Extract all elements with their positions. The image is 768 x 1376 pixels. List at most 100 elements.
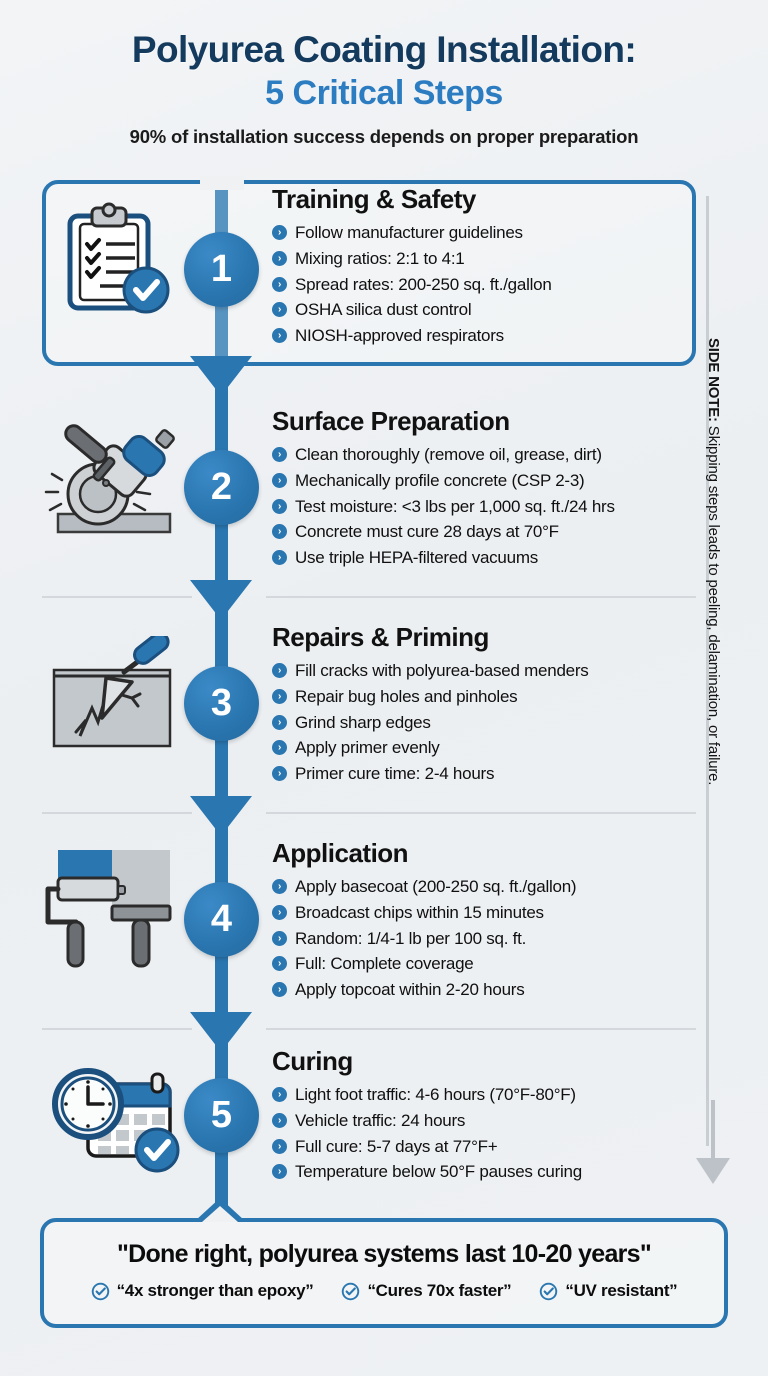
divider-left-4-5	[42, 1028, 192, 1030]
step-3-title: Repairs & Priming	[272, 622, 489, 652]
chevron-bullet-icon: ›	[272, 1138, 287, 1154]
chevron-bullet-icon: ›	[272, 328, 287, 344]
bullet-text: Mechanically profile concrete (CSP 2-3)	[295, 470, 585, 490]
chevron-bullet-icon: ›	[272, 524, 287, 540]
bullet-text: Use triple HEPA-filtered vacuums	[295, 548, 538, 568]
footer-quote: "Done right, polyurea systems last 10-20…	[116, 1240, 652, 1268]
bullet-text: Fill cracks with polyurea-based menders	[295, 661, 589, 680]
check-circle-icon	[342, 1282, 360, 1300]
trowel-crack-repair-icon	[40, 631, 190, 761]
step-number-2: 2	[184, 450, 259, 525]
chevron-bullet-icon: ›	[272, 550, 287, 566]
side-note: SIDE NOTE: Skipping steps leads to peeli…	[705, 338, 722, 998]
step-4-body: Application › Apply basecoat (200-250 sq.…	[272, 838, 702, 1003]
chevron-bullet-icon: ›	[272, 302, 287, 318]
step-1-bullets: › Follow manufacturer guidelines › Mixing …	[272, 220, 702, 349]
list-item: ›Test moisture: <3 lbs per 1,000 sq. ft.…	[272, 494, 702, 520]
chevron-bullet-icon: ›	[272, 1164, 287, 1180]
bullet-text: Broadcast chips within 15 minutes	[295, 902, 544, 922]
bullet-text: NIOSH-approved respirators	[295, 326, 504, 346]
bullet-text: Full cure: 5-7 days at 77°F+	[295, 1136, 498, 1156]
chevron-bullet-icon: ›	[272, 766, 287, 782]
chevron-bullet-icon: ›	[272, 1112, 287, 1128]
step-2-body: Surface Preparation › Clean thoroughly (r…	[272, 406, 702, 571]
page-subtitle: 90% of installation success depends on p…	[129, 126, 639, 148]
footer-notch-fill	[202, 1206, 238, 1222]
list-item: › Follow manufacturer guidelines	[272, 220, 702, 246]
side-note-track	[706, 196, 709, 1146]
footer-badge-3: “UV resistant”	[539, 1281, 678, 1301]
bullet-text: Clean thoroughly (remove oil, grease, di…	[295, 445, 602, 464]
list-item: › OSHA silica dust control	[272, 297, 702, 323]
bullet-text: OSHA silica dust control	[295, 300, 472, 320]
list-item: ›Apply topcoat within 2-20 hours	[272, 977, 702, 1003]
step-5-bullets: › Light foot traffic: 4-6 hours (70°F-80°…	[272, 1082, 702, 1185]
footer-badge-3-label: “UV resistant”	[565, 1281, 678, 1300]
footer-badge-2: “Cures 70x faster”	[341, 1281, 512, 1301]
bullet-text: Light foot traffic: 4-6 hours (70°F-80°F…	[295, 1085, 576, 1104]
step-4-title: Application	[272, 838, 409, 868]
step-3-body: Repairs & Priming › Fill cracks with poly…	[272, 622, 702, 787]
bullet-text: Full: Complete coverage	[295, 954, 474, 974]
side-note-text: Skipping steps leads to peeling, delamin…	[705, 421, 722, 786]
bullet-text: Mixing ratios: 2:1 to 4:1	[295, 248, 465, 268]
list-item: › Use triple HEPA-filtered vacuums	[272, 545, 702, 571]
chevron-bullet-icon: ›	[272, 714, 287, 730]
bullet-text: Concrete must cure 28 days at 70°F	[295, 522, 559, 542]
chevron-bullet-icon: ›	[272, 930, 287, 946]
check-circle-icon	[91, 1282, 109, 1300]
footer-badge-1: “4x stronger than epoxy”	[91, 1281, 314, 1301]
step-2-bullets: › Clean thoroughly (remove oil, grease, d…	[272, 442, 702, 571]
step-5-body: Curing › Light foot traffic: 4-6 hours (7…	[272, 1046, 702, 1185]
bullet-text: Apply basecoat (200-250 sq. ft./gallon)	[295, 877, 577, 896]
list-item: ›Clean thoroughly (remove oil, grease, d…	[272, 442, 702, 468]
timeline-arrow-2	[190, 580, 252, 620]
list-item: › Vehicle traffic: 24 hours	[272, 1108, 702, 1134]
list-item: › Apply basecoat (200-250 sq. ft./gallon)	[272, 874, 702, 900]
list-item: › Full cure: 5-7 days at 77°F+	[272, 1134, 702, 1160]
step-number-4: 4	[184, 882, 259, 957]
chevron-bullet-icon: ›	[272, 250, 287, 266]
clipboard-checklist-icon	[40, 198, 190, 323]
chevron-bullet-icon: ›	[272, 498, 287, 514]
paint-roller-squeegee-icon	[40, 848, 190, 973]
page-title-line-1: Polyurea Coating Installation:	[131, 29, 637, 70]
chevron-bullet-icon: ›	[272, 982, 287, 998]
list-item: › Fill cracks with polyurea-based menders	[272, 658, 702, 684]
card-outline-mask-top	[200, 176, 244, 190]
check-circle-icon	[540, 1282, 558, 1300]
step-1-title: Training & Safety	[272, 184, 476, 214]
chevron-bullet-icon: ›	[272, 276, 287, 292]
step-number-1: 1	[184, 232, 259, 307]
chevron-bullet-icon: ›	[272, 225, 287, 240]
bullet-text: Repair bug holes and pinholes	[295, 686, 518, 706]
list-item: › NIOSH-approved respirators	[272, 323, 702, 349]
side-note-label: SIDE NOTE:	[705, 338, 722, 422]
step-number-3: 3	[184, 666, 259, 741]
clock-calendar-icon	[40, 1062, 190, 1187]
footer-panel: "Done right, polyurea systems last 10-20…	[40, 1218, 728, 1328]
timeline-arrow-3	[190, 796, 252, 836]
bullet-text: Random: 1/4-1 lb per 100 sq. ft.	[295, 928, 527, 948]
step-5-title: Curing	[272, 1046, 353, 1076]
list-item: ›Full: Complete coverage	[272, 951, 702, 977]
chevron-bullet-icon: ›	[272, 879, 287, 894]
bullet-text: Follow manufacturer guidelines	[295, 223, 523, 242]
footer-badge-1-label: “4x stronger than epoxy”	[116, 1281, 314, 1300]
bullet-text: Vehicle traffic: 24 hours	[295, 1110, 466, 1130]
step-number-5: 5	[184, 1078, 259, 1153]
page-title-line-2: 5 Critical Steps	[265, 73, 503, 112]
list-item: › Light foot traffic: 4-6 hours (70°F-80°…	[272, 1082, 702, 1108]
chevron-bullet-icon: ›	[272, 663, 287, 678]
divider-left-2-3	[42, 596, 192, 598]
bullet-text: Spread rates: 200-250 sq. ft./gallon	[295, 274, 552, 294]
bullet-text: Temperature below 50°F pauses curing	[295, 1162, 582, 1182]
footer-badges: “4x stronger than epoxy” “Cures 70x fast…	[44, 1281, 724, 1301]
divider-right-2-3	[266, 596, 696, 598]
chevron-bullet-icon: ›	[272, 1087, 287, 1102]
chevron-bullet-icon: ›	[272, 688, 287, 704]
list-item: › Repair bug holes and pinholes	[272, 684, 702, 710]
step-2-title: Surface Preparation	[272, 406, 510, 436]
list-item: ›Apply primer evenly	[272, 735, 702, 761]
